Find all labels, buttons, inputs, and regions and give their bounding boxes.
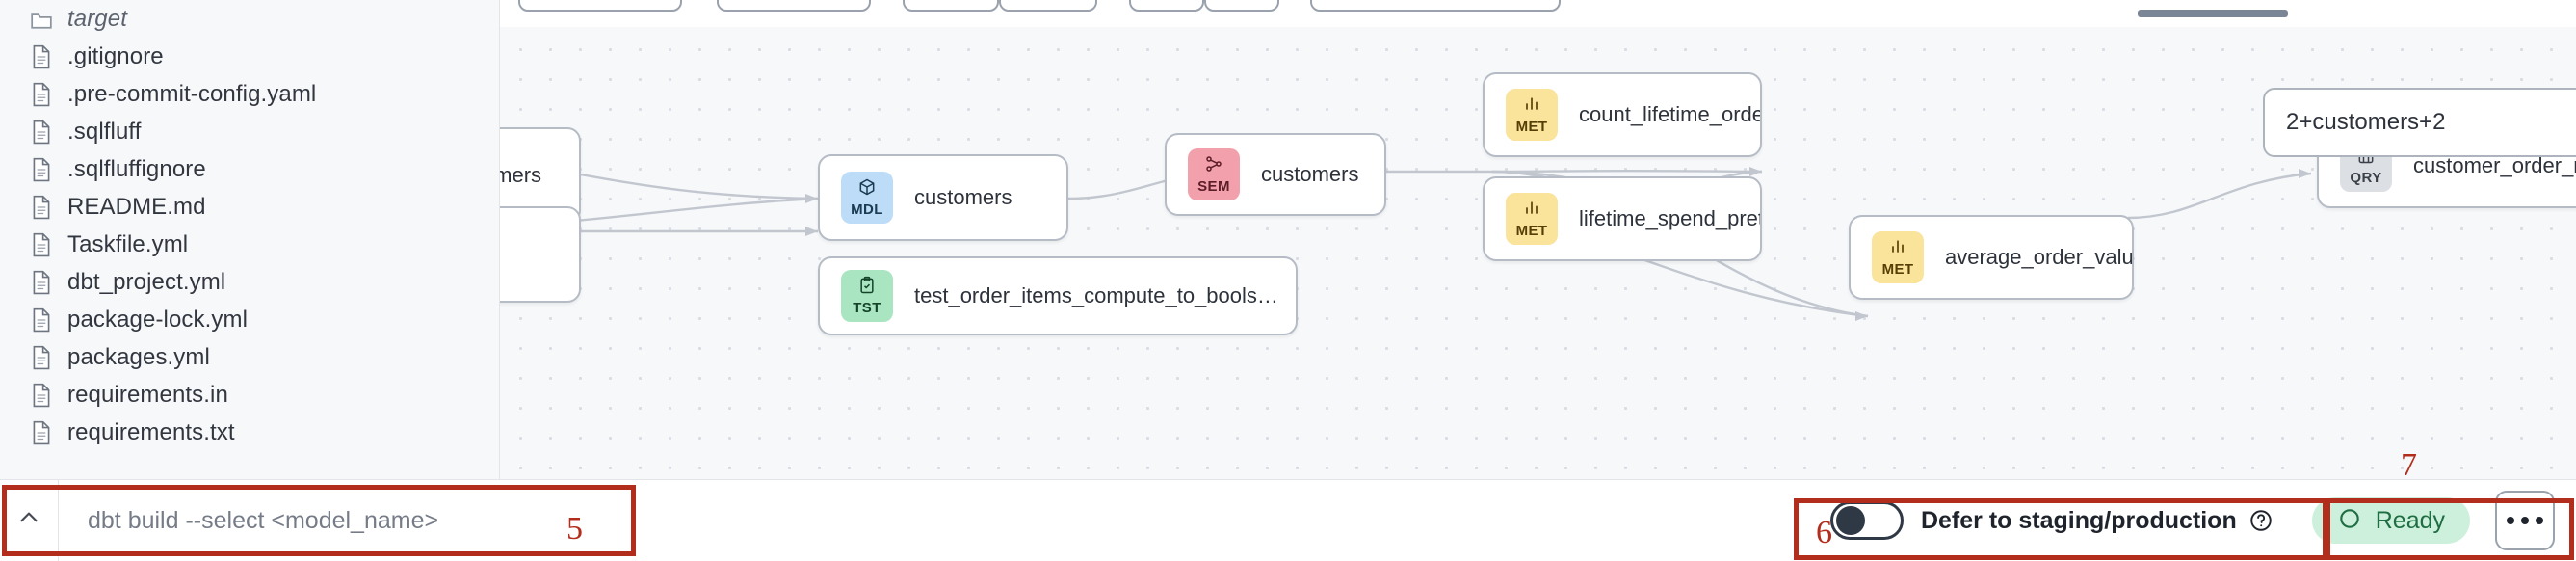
graph-node-average_order_value[interactable]: MET average_order_value [1849,215,2134,300]
file-icon [29,418,54,447]
annotation-label-5: 5 [566,511,583,547]
cube-icon [857,177,877,200]
status-badge[interactable]: Ready [2311,497,2470,544]
file-row[interactable]: requirements.in [0,376,499,414]
ellipsis-icon [2536,517,2543,524]
node-label: test_order_items_compute_to_bools… [914,283,1278,307]
file-icon [29,118,54,147]
file-row[interactable]: dbt_project.yml [0,263,499,301]
file-row[interactable]: .sqlfluff [0,113,499,150]
file-list: target .gitignore .pre-commit-config.yam… [0,0,499,451]
status-label: Ready [2375,506,2445,534]
node-type-badge-TST: TST [841,270,893,322]
node-type-badge-MET: MET [1506,193,1558,245]
file-explorer-panel[interactable]: target .gitignore .pre-commit-config.yam… [0,0,500,480]
file-label: dbt_project.yml [67,268,226,295]
node-label: stg_customers [500,163,542,187]
toolbar-pill-2[interactable] [717,0,871,12]
graph-node-count_lifetime_orders[interactable]: MET count_lifetime_orders [1483,72,1762,157]
more-options-button[interactable] [2495,491,2555,550]
bar-chart-icon [1888,237,1907,260]
file-row[interactable]: .pre-commit-config.yaml [0,75,499,113]
file-label: .gitignore [67,42,164,69]
file-row[interactable]: packages.yml [0,338,499,376]
file-row[interactable]: Taskfile.yml [0,226,499,263]
ellipsis-icon [2507,517,2514,524]
node-type-badge-MET: MET [1872,231,1924,283]
node-label: lifetime_spend_pretax [1579,206,1760,230]
defer-toggle[interactable] [1829,501,1904,540]
file-icon [29,381,54,410]
file-icon [29,268,54,297]
bar-chart-icon [1522,199,1541,222]
file-icon [29,155,54,184]
annotation-label-7: 7 [2401,447,2417,483]
file-row[interactable]: requirements.txt [0,414,499,451]
file-label: README.md [67,193,206,220]
file-label: package-lock.yml [67,306,249,333]
toolbar-pill-4a[interactable] [1129,0,1204,12]
node-label: customers [914,185,1012,209]
graph-node-customers_sem[interactable]: SEM customers [1165,133,1386,216]
node-label: count_lifetime_orders [1579,102,1760,126]
file-icon [29,343,54,372]
file-icon [29,193,54,222]
graph-toolbar-strip [500,0,2576,28]
file-label: .pre-commit-config.yaml [67,80,317,107]
ellipsis-icon [2521,517,2529,524]
file-label: Taskfile.yml [67,230,189,257]
file-row[interactable]: .sqlfluffignore [0,150,499,188]
toolbar-pill-4b[interactable] [1204,0,1279,12]
file-label: .sqlfluff [67,118,142,145]
defer-control-group: Defer to staging/production [1798,501,2279,540]
file-row[interactable]: .gitignore [0,38,499,75]
graph-node-customers_mdl[interactable]: MDL customers [818,154,1068,241]
file-label: requirements.txt [67,418,235,445]
file-label: packages.yml [67,343,210,370]
file-icon [29,306,54,334]
status-circle-icon [2337,506,2362,536]
nodes-icon [1204,154,1223,177]
file-icon [29,80,54,109]
help-circle-icon[interactable] [2248,508,2274,533]
file-label: .sqlfluffignore [67,155,206,182]
graph-controls: 2+customers+2 Update Graph [2263,88,2576,157]
node-label: customers [1261,162,1359,186]
graph-search-input[interactable]: 2+customers+2 [2286,109,2446,135]
graph-search-group[interactable]: 2+customers+2 Update Graph [2263,88,2576,157]
graph-node-test_order[interactable]: TST test_order_items_compute_to_bools… [818,256,1298,335]
folder-icon [29,5,54,34]
toolbar-pill-5[interactable] [1310,0,1561,12]
defer-label: Defer to staging/production [1920,506,2237,534]
file-row[interactable]: package-lock.yml [0,301,499,338]
chevron-up-icon [16,505,41,537]
defer-toggle-knob [1835,506,1865,535]
file-label: target [67,5,127,32]
active-tab-underline [2138,10,2288,17]
toolbar-pill-1[interactable] [518,0,682,12]
node-type-badge-MDL: MDL [841,172,893,224]
file-icon [29,42,54,71]
bar-chart-icon [1522,94,1541,118]
file-row[interactable]: target [0,0,499,38]
toolbar-pill-3b[interactable] [999,0,1097,12]
clipboard-icon [857,276,877,299]
graph-node-orders[interactable]: orders [500,206,581,303]
annotation-label-6: 6 [1816,515,1832,550]
dbt-command-input[interactable]: dbt build --select <model_name> [88,506,439,534]
graph-node-lifetime_spend_pretax[interactable]: MET lifetime_spend_pretax [1483,176,1762,261]
node-label: average_order_value [1945,245,2132,269]
node-type-badge-MET: MET [1506,89,1558,141]
node-type-badge-SEM: SEM [1188,148,1240,200]
node-label: customer_order_metrics [2413,153,2576,177]
file-icon [29,230,54,259]
command-collapse-button[interactable] [0,480,59,561]
toolbar-pill-3a[interactable] [903,0,999,12]
bottom-status-bar: dbt build --select <model_name> Defer to… [0,479,2576,561]
file-label: requirements.in [67,381,228,408]
file-row[interactable]: README.md [0,188,499,226]
